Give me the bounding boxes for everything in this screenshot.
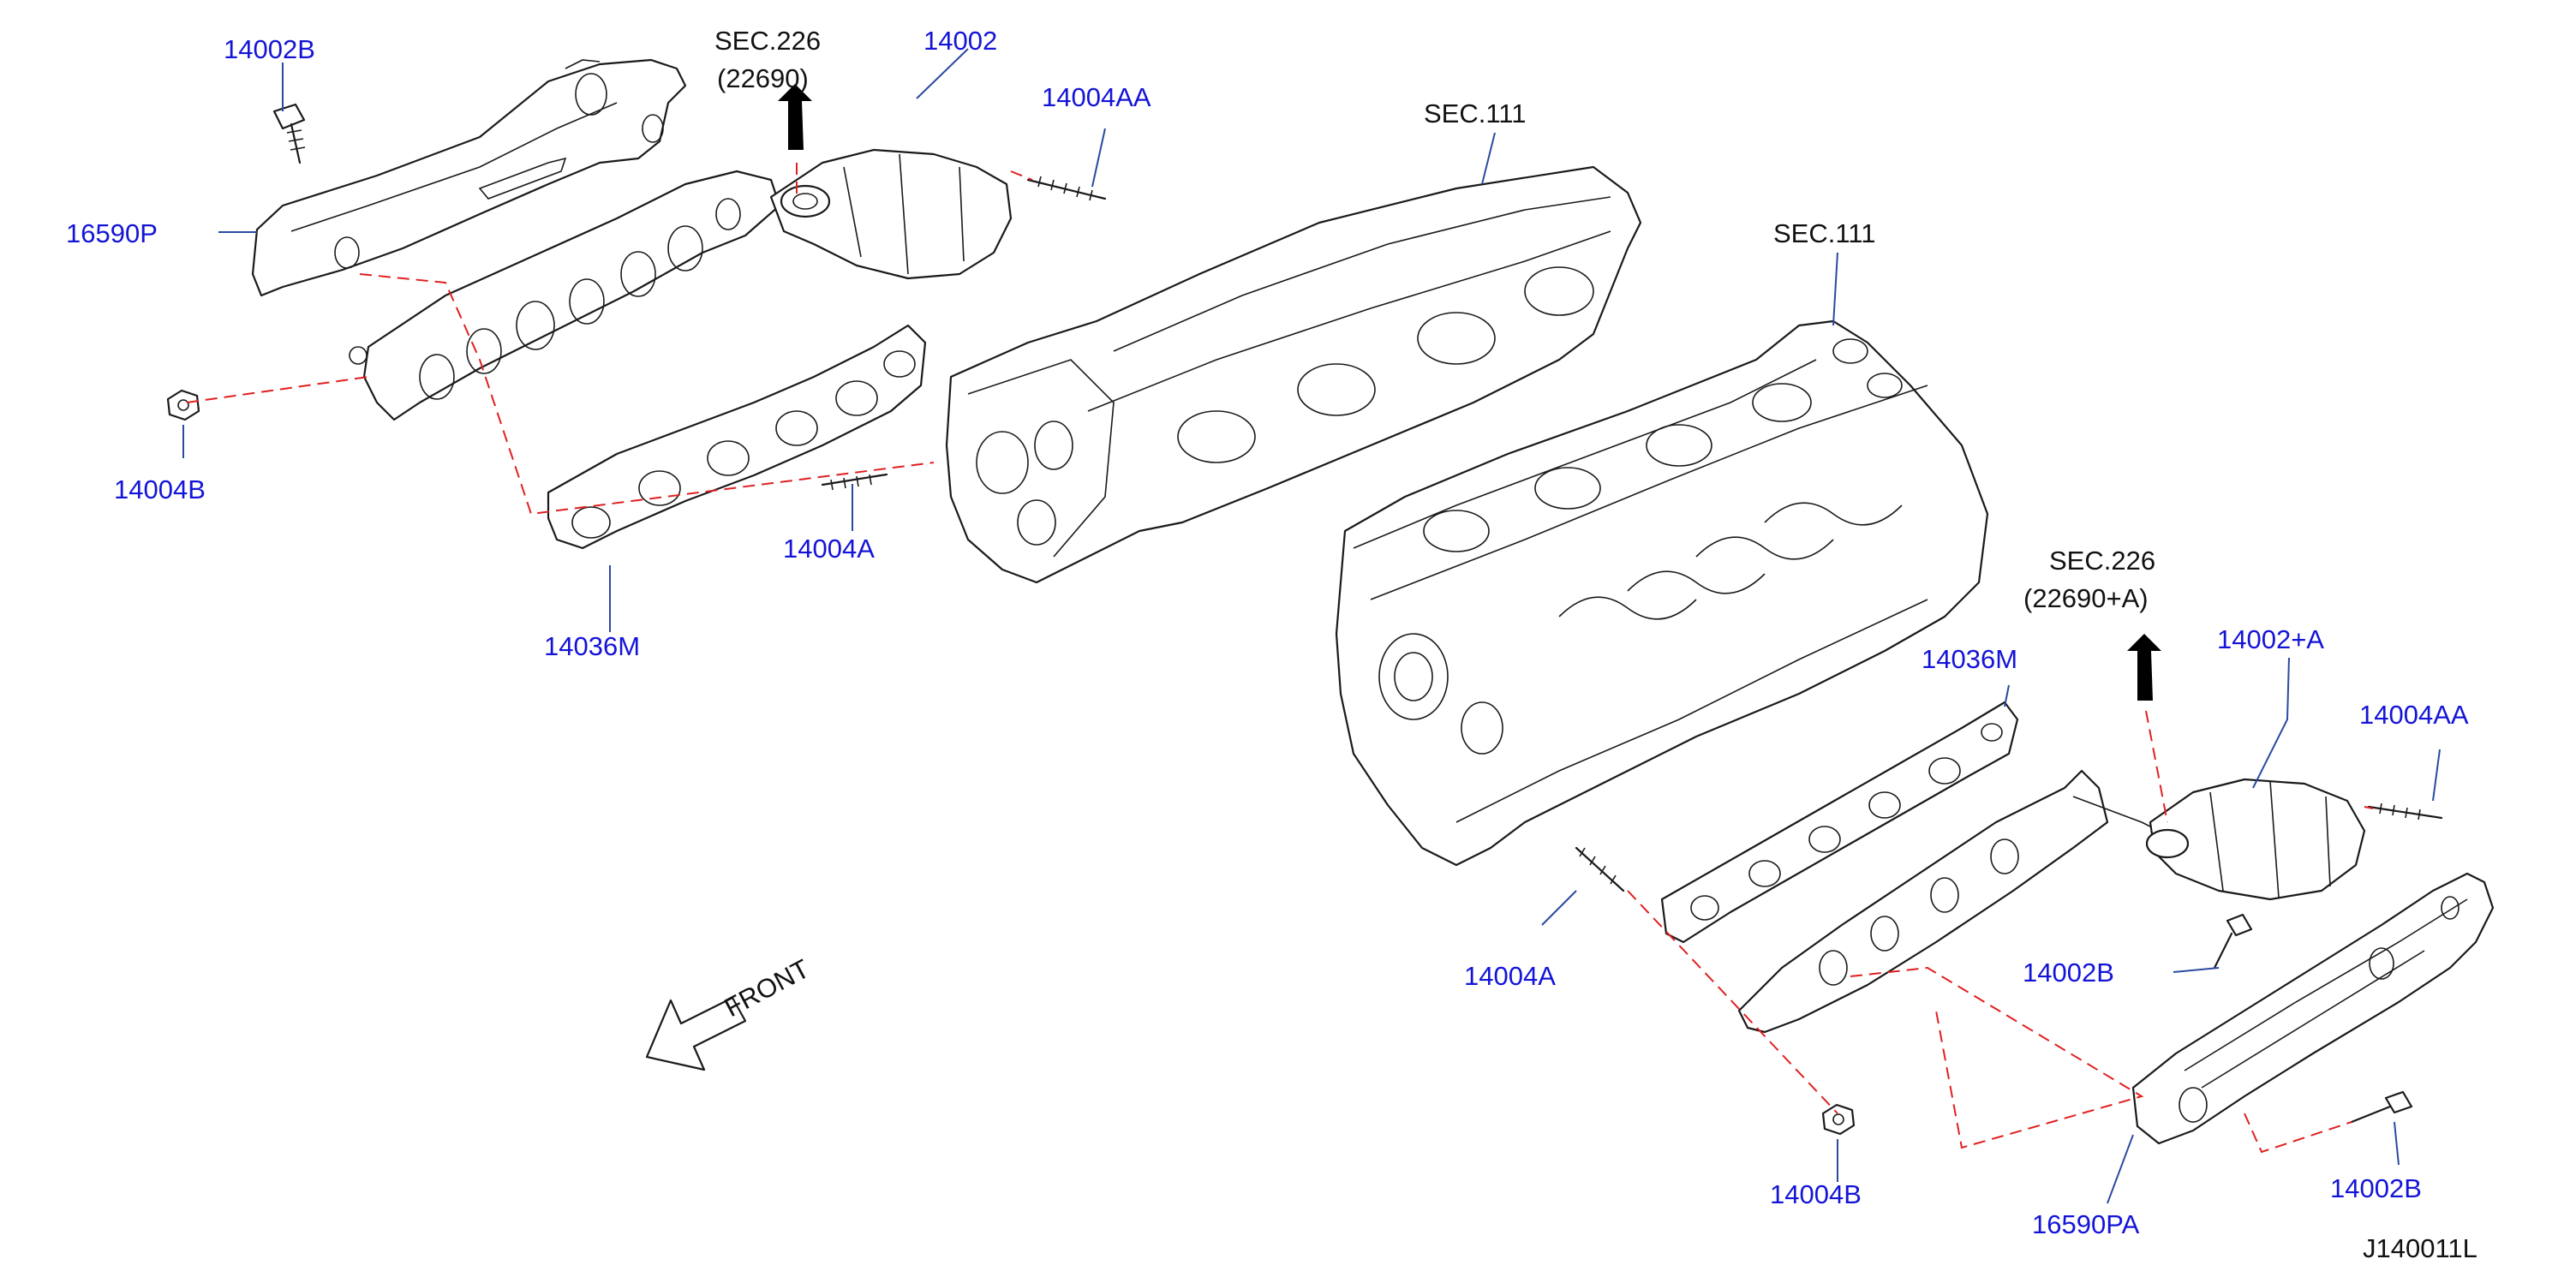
exhaust-manifold-right[interactable]: [1737, 769, 2194, 1034]
sec111-mid[interactable]: SEC.111: [1773, 218, 1875, 248]
manifold-gasket-right[interactable]: [1660, 701, 2019, 944]
hidden-lines: [186, 163, 2374, 1154]
callout-14004aa-right[interactable]: 14004AA: [2359, 700, 2469, 730]
callout-14004b-left[interactable]: 14004B: [114, 474, 206, 504]
sec226-left-line1[interactable]: SEC.226: [714, 26, 821, 56]
callout-14002b-top[interactable]: 14002B: [224, 34, 315, 64]
stud-14004a-right[interactable]: [1575, 846, 1625, 892]
heat-insulator-right[interactable]: [2131, 872, 2495, 1145]
bolt-14002b-mid[interactable]: [2213, 913, 2253, 970]
bolt-14002b-top[interactable]: [272, 103, 306, 164]
heat-insulator-left[interactable]: [251, 58, 687, 297]
exhaust-manifold-left[interactable]: [349, 170, 781, 421]
figure-code: J140011L: [2363, 1233, 2477, 1263]
catalytic-converter-left[interactable]: [769, 148, 1013, 280]
sec226-left-line2[interactable]: (22690): [717, 63, 809, 93]
front-arrow-icon: [645, 996, 747, 1071]
callout-16590pa[interactable]: 16590PA: [2032, 1209, 2140, 1239]
sec111-top[interactable]: SEC.111: [1424, 98, 1526, 128]
stud-14004aa-right[interactable]: [2367, 803, 2443, 820]
nut-14004b-left[interactable]: [166, 389, 200, 421]
callout-16590p[interactable]: 16590P: [66, 218, 158, 248]
leader-lines: [182, 48, 2441, 1204]
callout-14036m-left[interactable]: 14036M: [544, 631, 640, 661]
sec226-right-line1[interactable]: SEC.226: [2049, 546, 2155, 576]
front-label: FRONT: [720, 953, 815, 1023]
stud-14004aa-top[interactable]: [1026, 176, 1107, 201]
nut-14004b-right[interactable]: [1821, 1103, 1856, 1136]
callout-14002a[interactable]: 14002+A: [2217, 624, 2324, 654]
callout-14004a-right[interactable]: 14004A: [1464, 961, 1556, 991]
bolt-14002b-bottom[interactable]: [2350, 1090, 2413, 1124]
callout-14002b-bottom[interactable]: 14002B: [2330, 1173, 2422, 1203]
arrow-sec226-left-icon: [778, 84, 812, 150]
stud-14004a-left[interactable]: [821, 473, 888, 491]
cylinder-head-left: [945, 165, 1642, 584]
callout-14004b-right[interactable]: 14004B: [1770, 1179, 1862, 1209]
callout-14036m-right[interactable]: 14036M: [1922, 644, 2017, 674]
callout-14002[interactable]: 14002: [923, 26, 997, 56]
callout-14002b-mid[interactable]: 14002B: [2023, 958, 2114, 988]
sec226-right-line2[interactable]: (22690+A): [2023, 583, 2149, 613]
callout-14004aa-top[interactable]: 14004AA: [1042, 82, 1151, 112]
arrow-sec226-right-icon: [2127, 634, 2161, 701]
callout-14004a-left[interactable]: 14004A: [783, 534, 875, 564]
cylinder-head-right: [1335, 319, 1989, 867]
catalytic-converter-right[interactable]: [2145, 778, 2366, 901]
manifold-gasket-left[interactable]: [547, 324, 927, 550]
